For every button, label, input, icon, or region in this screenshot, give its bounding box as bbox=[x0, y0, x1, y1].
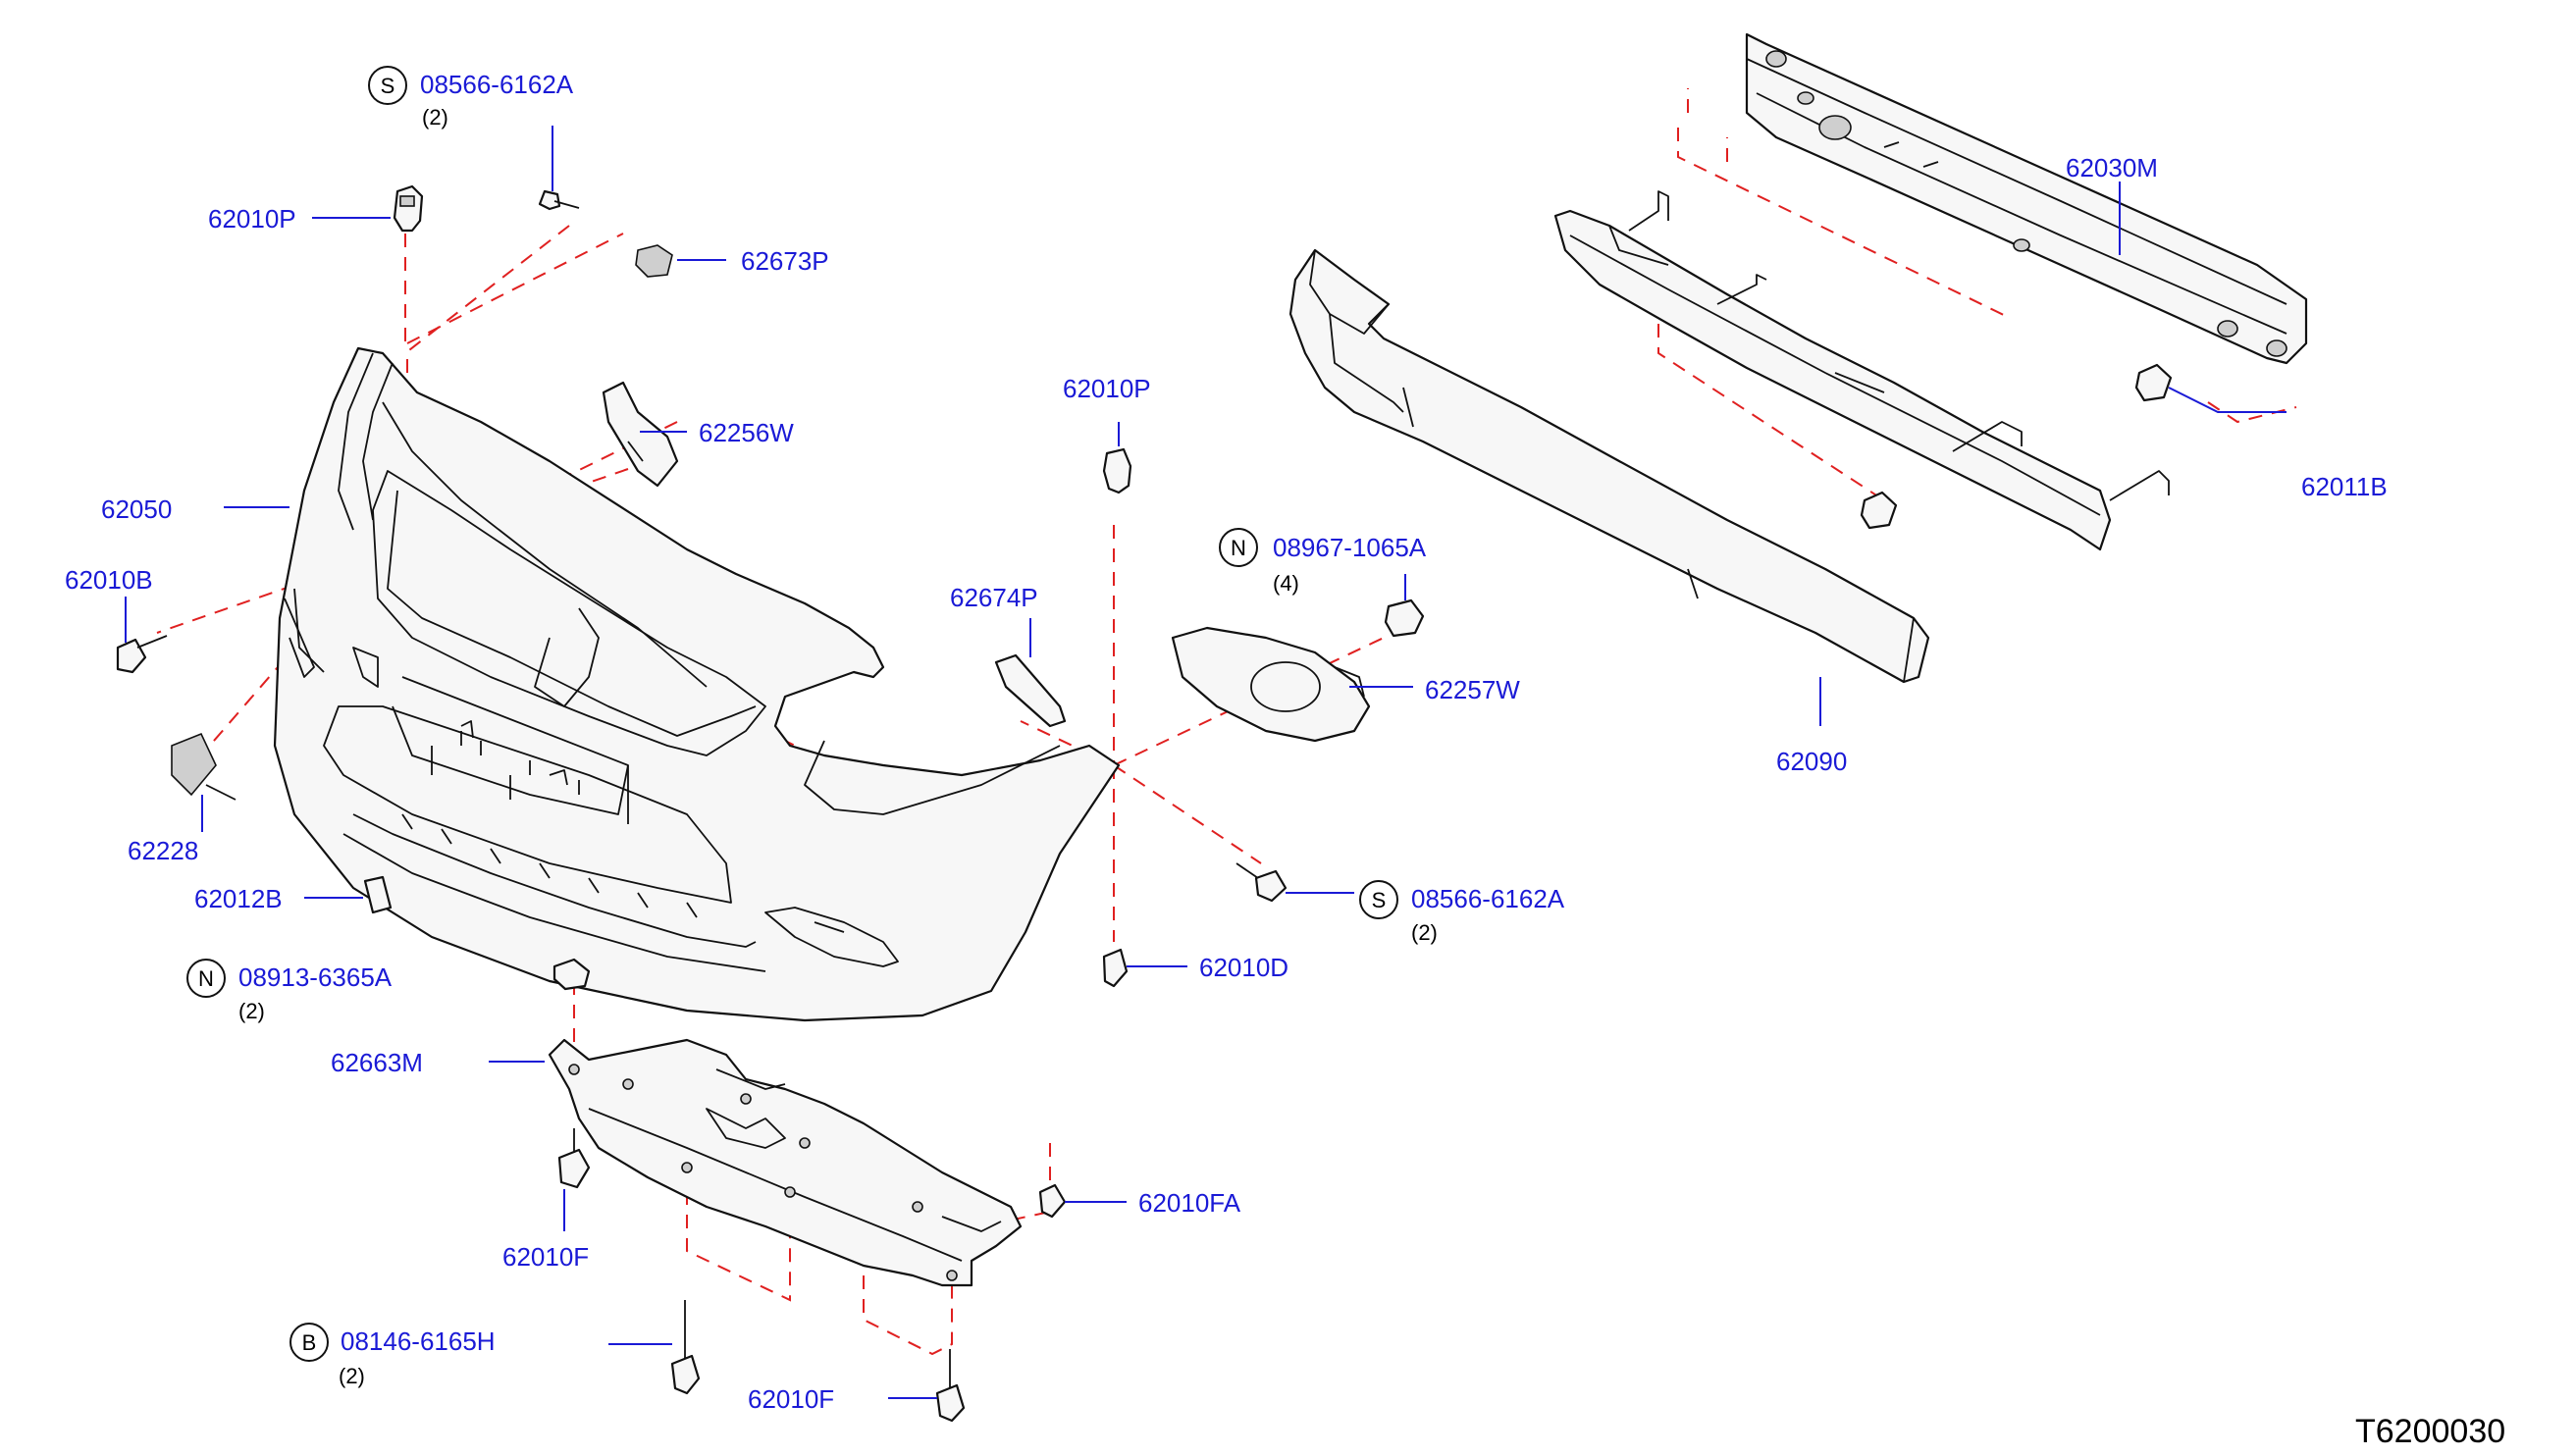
sensor-62228 bbox=[171, 732, 237, 801]
front-bumper-fascia bbox=[273, 346, 1121, 1022]
callout-symbol: S bbox=[381, 74, 395, 98]
callout-label: 62674P bbox=[950, 583, 1038, 612]
callout-label: 62011B bbox=[2301, 472, 2388, 501]
bolt-62010d bbox=[1102, 948, 1129, 988]
nut-62011b-2 bbox=[1860, 491, 1898, 530]
callout-qty: (2) bbox=[339, 1364, 365, 1388]
nut-08967 bbox=[1384, 598, 1425, 638]
clip-62673p bbox=[635, 244, 673, 278]
bolt-62010f-bottom bbox=[935, 1349, 966, 1423]
callout-label: 62228 bbox=[128, 836, 198, 865]
callout-symbol: N bbox=[198, 966, 214, 991]
callout-label: 08146-6165H bbox=[341, 1326, 496, 1356]
callout-qty: (4) bbox=[1273, 571, 1299, 596]
diagram-reference-code: T6200030 bbox=[2355, 1413, 2505, 1450]
symbol-circles bbox=[186, 66, 1398, 1362]
callout-label: 62673P bbox=[741, 246, 829, 276]
callout-label: 08566-6162A bbox=[420, 70, 574, 99]
nut-08913 bbox=[552, 958, 591, 991]
bumper-armature bbox=[1745, 32, 2308, 365]
callout-qty: (2) bbox=[238, 999, 265, 1023]
callout-label: 62010FA bbox=[1138, 1188, 1241, 1218]
screw-top bbox=[538, 189, 580, 211]
callout-label: 62010P bbox=[1063, 374, 1151, 403]
fog-bezel-62257w bbox=[1171, 626, 1371, 743]
callout-label: 62010B bbox=[65, 565, 153, 595]
callout-label: 62256W bbox=[699, 418, 794, 447]
leader-lines bbox=[125, 126, 2287, 1399]
callout-symbol: B bbox=[302, 1330, 317, 1355]
clip-62012b bbox=[363, 875, 393, 914]
bracket-62674p bbox=[994, 653, 1067, 728]
screw-right bbox=[1235, 862, 1288, 903]
reinforcement-beam bbox=[1553, 190, 2170, 551]
callout-symbol: N bbox=[1231, 536, 1246, 560]
callout-qty: (2) bbox=[422, 105, 448, 130]
clip-62010p-top bbox=[393, 184, 424, 233]
bolt-62010b bbox=[116, 635, 168, 674]
callout-label: 62010F bbox=[748, 1384, 834, 1414]
callout-label: 62012B bbox=[194, 884, 283, 913]
callout-label: 62010P bbox=[208, 204, 296, 234]
nut-62011b bbox=[2134, 363, 2173, 402]
callout-label: 62010D bbox=[1199, 953, 1288, 982]
bracket-62256w bbox=[602, 381, 679, 488]
bolt-62010f-left bbox=[557, 1128, 591, 1189]
energy-absorber bbox=[1288, 248, 1930, 684]
clip-62010p-mid bbox=[1102, 447, 1132, 494]
callout-label: 62257W bbox=[1425, 675, 1520, 704]
callout-label: 62663M bbox=[331, 1048, 423, 1077]
callout-label: 08566-6162A bbox=[1411, 884, 1565, 913]
callout-label: 62090 bbox=[1776, 747, 1847, 776]
callout-label: 62010F bbox=[502, 1242, 589, 1272]
callout-label: 62050 bbox=[101, 494, 172, 524]
callout-symbol: S bbox=[1372, 888, 1387, 912]
callout-qty: (2) bbox=[1411, 920, 1438, 945]
under-cover bbox=[548, 1038, 1023, 1287]
bolt-08146 bbox=[670, 1300, 701, 1395]
callout-label: 62030M bbox=[2066, 153, 2158, 182]
callout-label: 08913-6365A bbox=[238, 962, 393, 992]
callout-label: 08967-1065A bbox=[1273, 533, 1427, 562]
bolt-62010fa bbox=[1038, 1183, 1067, 1219]
